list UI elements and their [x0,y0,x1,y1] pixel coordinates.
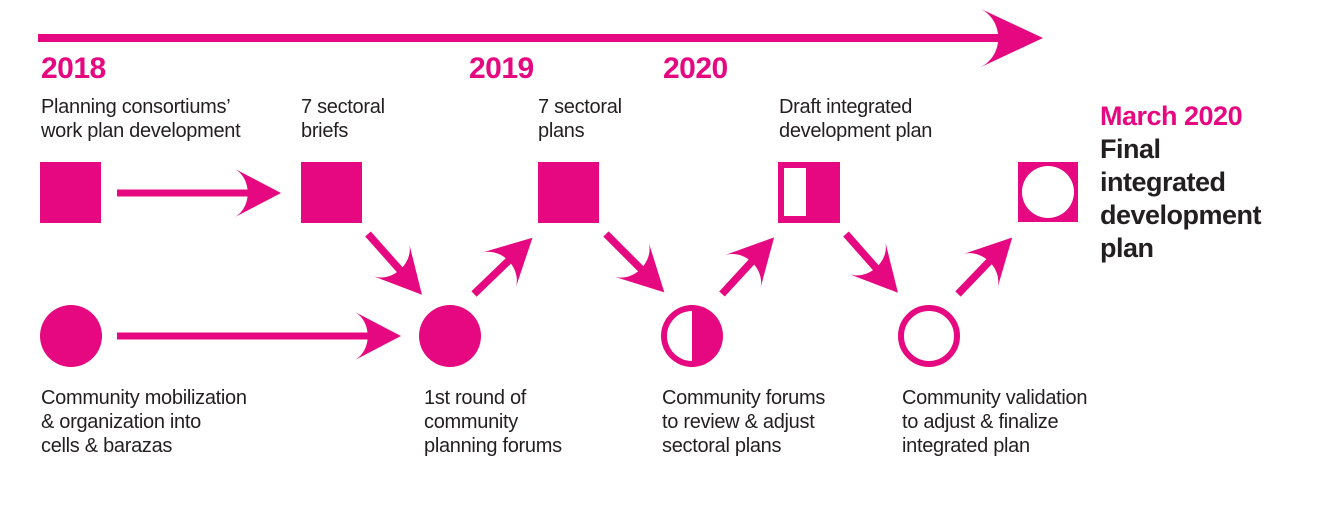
milestone-label-sectoral-plans: 7 sectoral plans [538,96,622,142]
year-label-2020: 2020 [663,52,728,85]
circle-first-round-forums [419,305,481,367]
final-milestone-title: Final integrated development plan [1100,134,1262,263]
circle-review-forums-half-filled [661,305,723,367]
year-label-2019: 2019 [469,52,534,85]
circle-community-mobilization [40,305,102,367]
square-draft-plan-half-filled [778,162,840,223]
flow-arrow-briefs-to-forums [365,231,422,295]
milestone-label-sectoral-briefs: 7 sectoral briefs [301,96,385,142]
milestone-label-first-round-forums: 1st round of community planning forums [424,387,562,457]
milestone-label-draft-plan: Draft integrated development plan [779,96,933,142]
flow-arrow-review-to-draft [719,237,775,297]
final-milestone-date: March 2020 [1100,101,1243,131]
square-sectoral-briefs [301,162,362,223]
square-sectoral-plans [538,162,599,223]
flow-arrow-plans-to-review [603,231,665,293]
circle-community-validation-outline [898,305,960,367]
flow-arrow-draft-to-validation [843,231,898,293]
year-label-2018: 2018 [41,52,106,85]
flow-arrow-validation-to-final [955,237,1013,297]
square-work-plan [40,162,101,223]
flow-arrow-forums-to-plans [471,237,533,297]
milestone-label-community-mobilization: Community mobilization & organization in… [41,387,247,457]
square-final-plan-with-circle [1018,162,1078,222]
milestone-label-work-plan: Planning consortiums’ work plan developm… [41,96,241,142]
milestone-label-community-validation: Community validation to adjust & finaliz… [902,387,1088,457]
milestone-label-review-forums: Community forums to review & adjust sect… [662,387,826,457]
